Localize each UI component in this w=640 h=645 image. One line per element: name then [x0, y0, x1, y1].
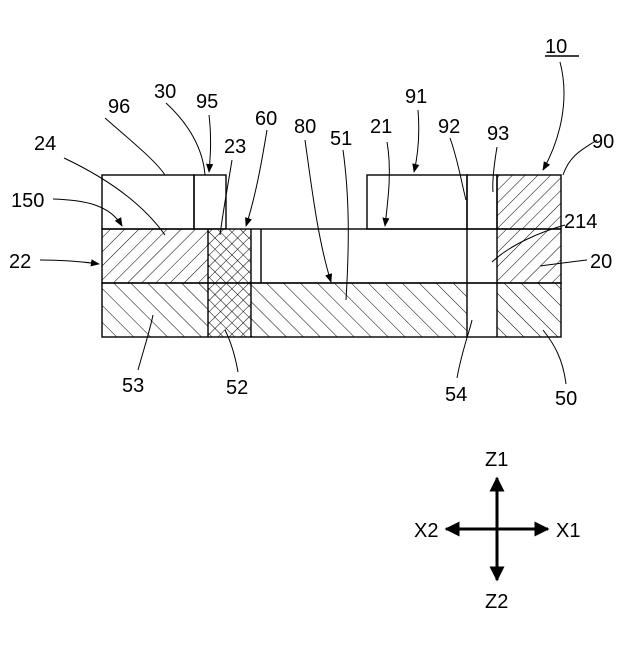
leader-51	[343, 150, 348, 300]
label-24: 24	[34, 133, 56, 155]
region-51	[251, 283, 467, 337]
label-53: 53	[122, 375, 144, 397]
label-95: 95	[196, 91, 218, 113]
axis-x2-label: X2	[414, 520, 438, 542]
block-96	[102, 175, 194, 229]
leader-24	[64, 158, 165, 235]
label-93: 93	[487, 123, 509, 145]
leader-60	[246, 130, 267, 226]
label-30: 30	[154, 81, 176, 103]
label-214: 214	[564, 211, 597, 233]
block-95	[194, 175, 226, 229]
leader-95	[209, 115, 211, 172]
axis-indicator: Z1 Z2 X1 X2	[414, 449, 580, 613]
top-elements	[102, 175, 561, 229]
leader-91	[414, 110, 419, 172]
region-50-right	[497, 283, 561, 337]
layer-20	[102, 229, 561, 283]
label-92: 92	[438, 116, 460, 138]
leader-30	[166, 103, 205, 175]
layer-50	[102, 283, 561, 337]
block-90	[497, 175, 561, 229]
axis-x1-label: X1	[556, 520, 580, 542]
label-51: 51	[330, 128, 352, 150]
label-54: 54	[445, 384, 467, 406]
label-21: 21	[370, 116, 392, 138]
label-96: 96	[108, 96, 130, 118]
label-22: 22	[9, 251, 31, 273]
label-80: 80	[294, 116, 316, 138]
label-60: 60	[255, 108, 277, 130]
leader-80	[305, 140, 331, 282]
region-23	[208, 229, 251, 283]
leader-50	[543, 330, 566, 384]
leader-22	[40, 260, 99, 264]
label-10: 10	[545, 36, 567, 58]
block-91	[367, 175, 467, 229]
label-91: 91	[405, 86, 427, 108]
label-20: 20	[590, 251, 612, 273]
label-90: 90	[592, 131, 614, 153]
leader-10	[543, 62, 564, 170]
label-150: 150	[11, 190, 44, 212]
axis-z1-label: Z1	[485, 449, 508, 471]
region-52	[208, 283, 251, 337]
label-52: 52	[226, 377, 248, 399]
region-20-right	[497, 229, 561, 283]
label-50: 50	[555, 388, 577, 410]
leader-92	[450, 138, 466, 200]
leader-96	[105, 118, 165, 175]
axis-z2-label: Z2	[485, 591, 508, 613]
label-23: 23	[224, 136, 246, 158]
leader-150	[53, 199, 122, 226]
region-24	[102, 229, 208, 283]
leader-21	[385, 142, 389, 226]
region-53	[102, 283, 208, 337]
